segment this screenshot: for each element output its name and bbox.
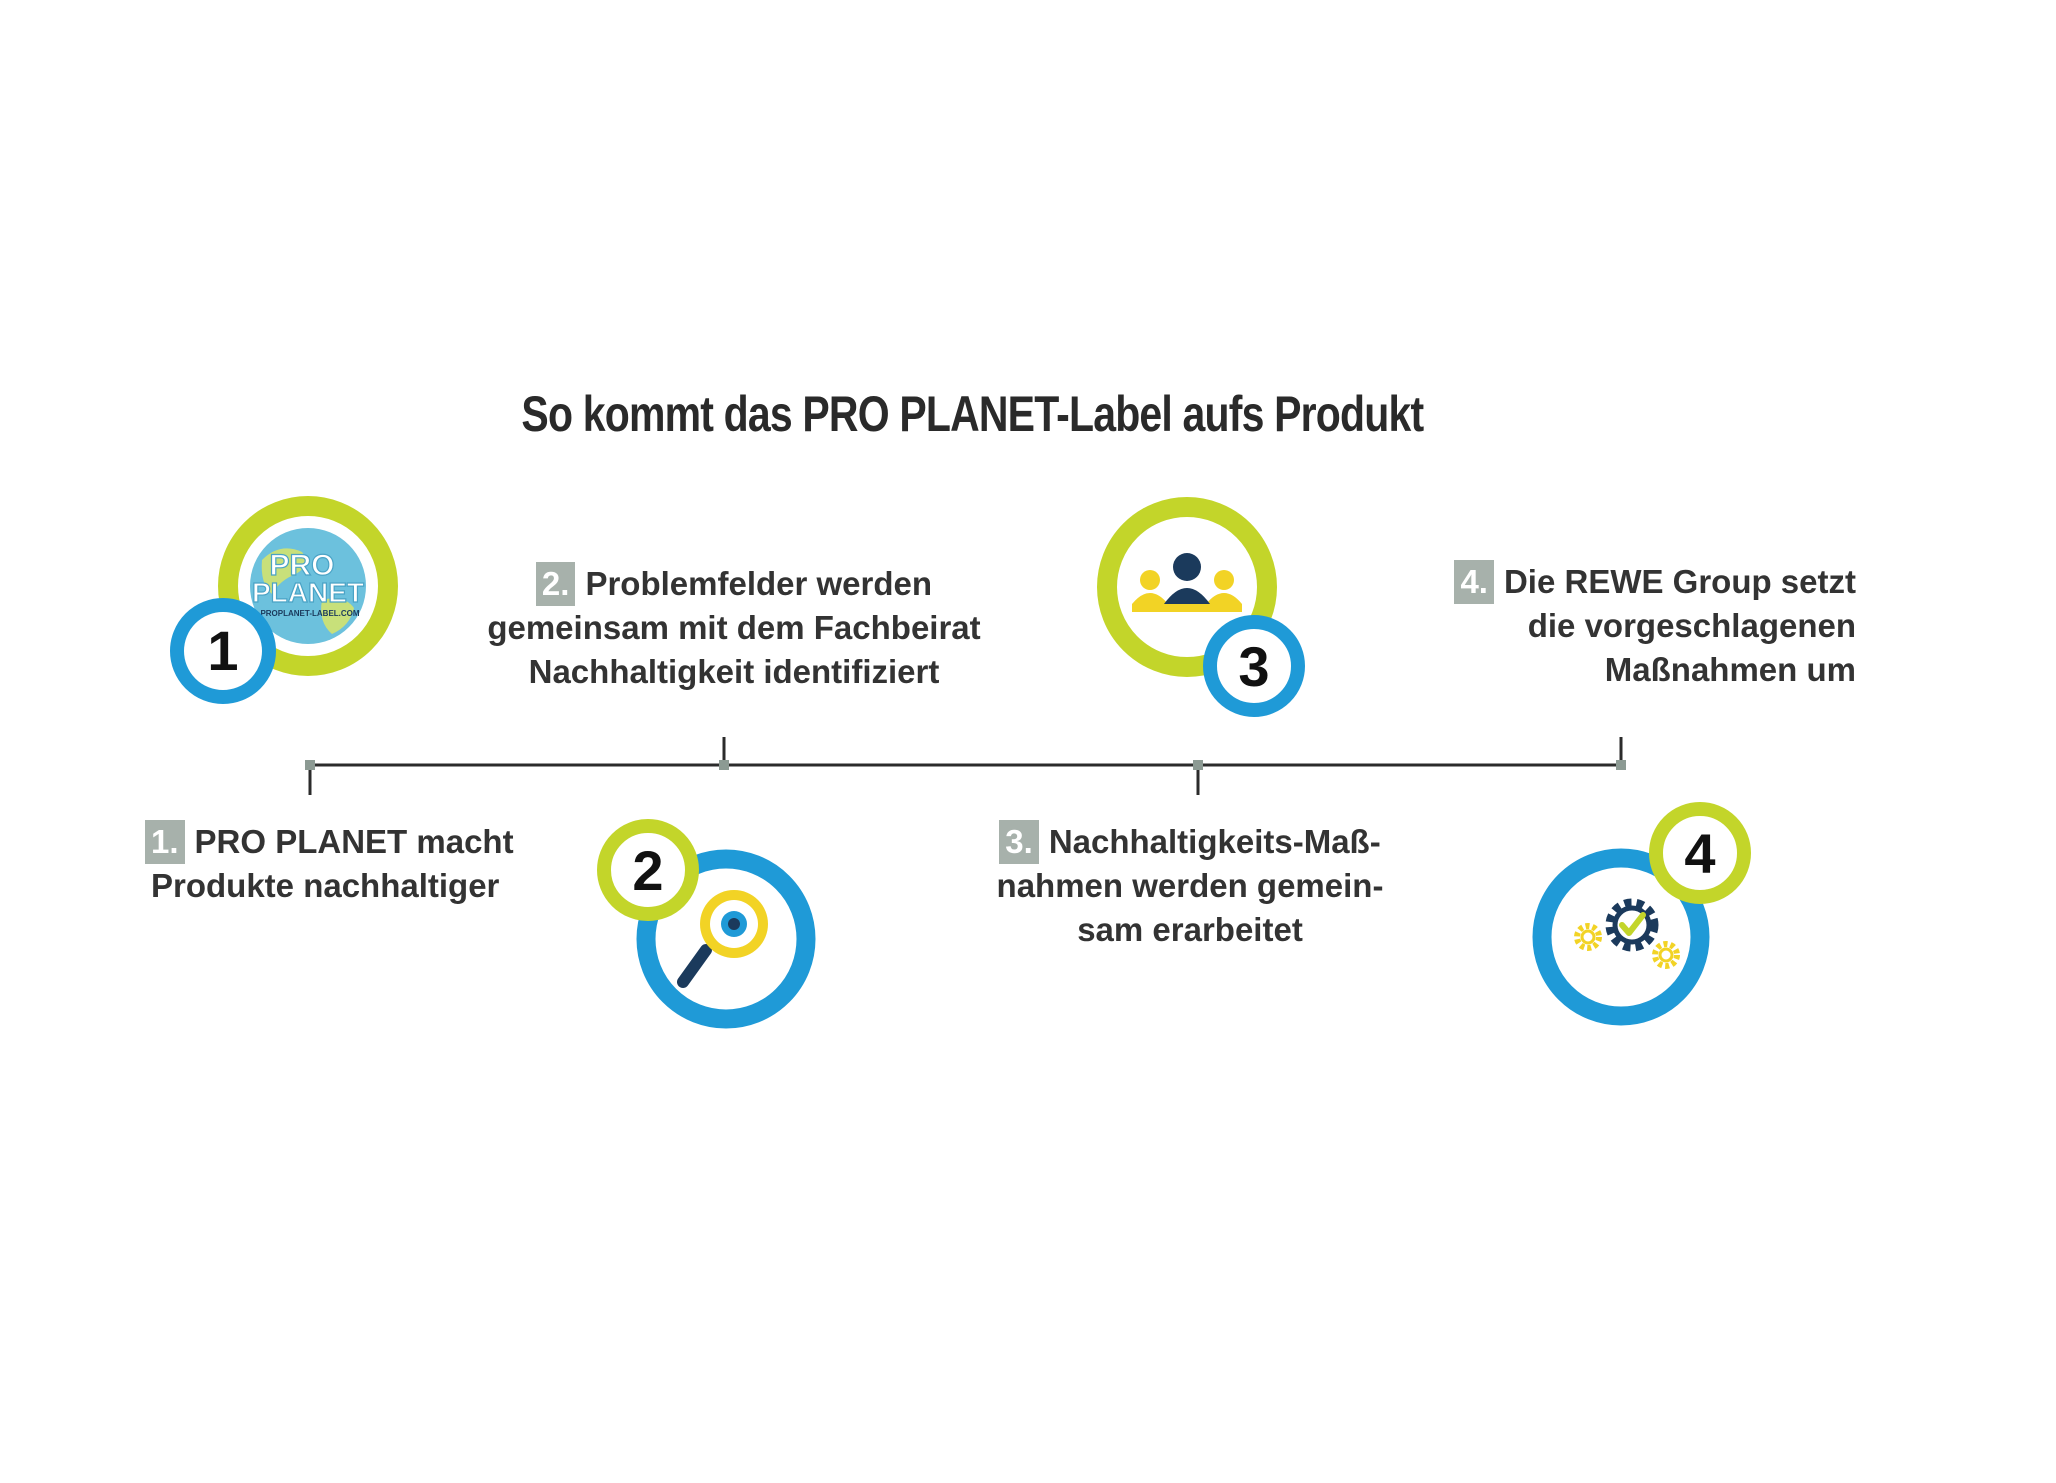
step-4-line-1: Die REWE Group setzt [1503,563,1856,600]
timeline-node-2 [719,760,729,770]
step-2-badge: 2 [597,819,699,921]
step-3-badge: 3 [1203,615,1305,717]
step-3-line-3: sam erarbeitet [1077,911,1303,948]
step-2-badge-number: 2 [632,839,663,902]
step-2-line-2: gemeinsam mit dem Fachbeirat [487,609,981,646]
step-2-line-3: Nachhaltigkeit identifiziert [528,653,940,690]
timeline-node-4 [1616,760,1626,770]
logo-url: PROPLANET-LABEL.COM [260,609,359,618]
logo-pro: PRO [269,549,334,582]
step-1-text: 1.PRO PLANET macht Produkte nachhaltiger [145,820,514,908]
step-3-line-2: nahmen werden gemein- [996,867,1384,904]
step-4-line-2: die vorgeschlagenen [1527,607,1856,644]
step-3-text: 3.Nachhaltigkeits-Maß- nahmen werden gem… [960,820,1420,952]
step-3-line-1: Nachhaltigkeits-Maß- [1048,823,1381,860]
logo-planet: PLANET [252,577,364,608]
step-3-badge-number: 3 [1238,635,1269,698]
step-2-line-1: Problemfelder werden [585,565,933,602]
step-1-line-2: Produkte nachhaltiger [151,867,500,904]
step-4-number: 4. [1454,560,1494,604]
step-1-line-1: PRO PLANET macht [194,823,514,860]
step-2-text: 2.Problemfelder werden gemeinsam mit dem… [444,562,1024,694]
step-4-badge-number: 4 [1684,822,1715,885]
timeline [305,737,1626,795]
step-4-badge: 4 [1649,802,1751,904]
step-3-number: 3. [999,820,1039,864]
infographic-title: So kommt das PRO PLANET-Label aufs Produ… [521,386,1424,442]
gears-check-icon [1532,848,1710,1026]
step-4-text: 4.Die REWE Group setzt die vorgeschlagen… [1400,560,1856,692]
step-1-badge-number: 1 [207,619,238,682]
step-2-number: 2. [535,562,576,606]
pro-planet-logo-icon: PRO PLANET PROPLANET-LABEL.COM [218,496,398,676]
step-1-number: 1. [145,820,185,864]
timeline-node-3 [1193,760,1203,770]
step-1-badge: 1 [170,598,276,704]
step-4-line-3: Maßnahmen um [1604,651,1856,688]
timeline-node-1 [305,760,315,770]
